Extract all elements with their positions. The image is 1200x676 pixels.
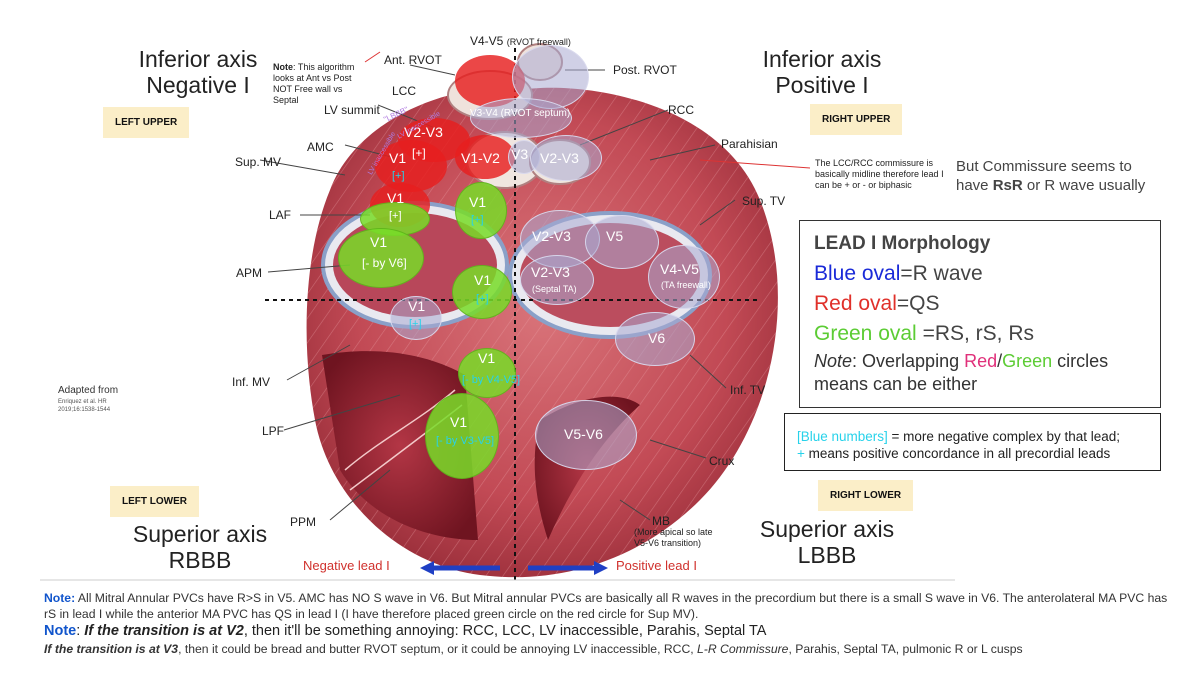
label-ta-freewall: (TA freewall) <box>661 280 711 290</box>
legend-note-2: means can be either <box>814 374 978 394</box>
badge-left-lower: LEFT LOWER <box>110 486 199 517</box>
oval-apm-green <box>452 265 512 319</box>
label-mb-note: (More apical so late V5-V6 transition) <box>634 527 713 548</box>
rvot-septum-label: V3-V4 (RVOT septum) <box>470 108 571 119</box>
label-v6: V6 <box>648 330 666 346</box>
label-v5-tv: V5 <box>606 228 624 244</box>
oval-lpf <box>425 393 499 479</box>
positive-lead-label: Positive lead I <box>616 558 697 573</box>
label-lpf: LPF <box>262 424 285 438</box>
label-plus-lcc-green: [+] <box>471 214 484 226</box>
oval-inf-tv <box>615 312 695 366</box>
oval-amc <box>375 140 447 192</box>
label-ant-rvot: Ant. RVOT <box>384 53 442 67</box>
label-plus-amc: [+] <box>412 146 426 160</box>
label-amc: AMC <box>307 140 334 154</box>
oval-tv-v5 <box>585 215 659 269</box>
label-v1-lcc-green: V1 <box>469 194 487 210</box>
commissure-note: The LCC/RCC commissure is basically midl… <box>815 158 944 190</box>
label-septal-ta: (Septal TA) <box>532 284 577 294</box>
label-post-rvot: Post. RVOT <box>613 63 677 77</box>
label-v5v6: V5-V6 <box>564 426 603 442</box>
oval-rvot-septum <box>470 98 572 138</box>
oval-lcc-green <box>455 182 507 239</box>
badge-right-lower: RIGHT LOWER <box>818 480 914 511</box>
oval-septal-ta <box>520 255 594 305</box>
legend-title: LEAD I Morphology <box>814 233 991 254</box>
key-box: [Blue numbers] = more negative complex b… <box>784 413 1161 471</box>
bottom-notes: Note: All Mitral Annular PVCs have R>S i… <box>44 590 1174 657</box>
label-sup-tv: Sup. TV <box>742 194 786 208</box>
oval-mb <box>535 400 637 470</box>
label-v1-lpf: V1 <box>450 414 468 430</box>
oval-lcc <box>455 135 515 179</box>
label-v2v3-top: V2-V3 <box>404 124 443 140</box>
legend-red: Red oval=QS <box>814 292 940 315</box>
label-plus-supmv: [+] <box>389 210 402 222</box>
label-lcc: LCC <box>392 84 417 98</box>
algorithm-note: Note: This algorithm looks at Ant vs Pos… <box>273 62 355 105</box>
label-inf-mv: Inf. MV <box>232 375 271 389</box>
label-apm: APM <box>236 266 263 280</box>
label-ppm: PPM <box>290 515 317 529</box>
note-paragraph-2: Note: If the transition is at V2, then i… <box>44 623 767 639</box>
label-minus-v3v5: [- by V3-V5] <box>436 435 495 447</box>
label-rcc: RCC <box>668 103 694 117</box>
label-mb: MB <box>652 514 670 528</box>
label-v1-apm: V1 <box>408 298 426 314</box>
label-crux: Crux <box>709 454 735 468</box>
label-plus-amc2: [+] <box>392 170 405 182</box>
adapted-from: Adapted from Enriquez et al. HR 2019;16:… <box>58 385 119 413</box>
legend-note: Note: Overlapping Red/Green circles <box>814 351 1109 371</box>
note-paragraph-1: Note: All Mitral Annular PVCs have R>S i… <box>44 591 1168 621</box>
label-inf-tv: Inf. TV <box>730 383 766 397</box>
label-v1-inf: V1 <box>478 350 496 366</box>
label-minus-v4v5: [- by V4-V5] <box>462 374 521 386</box>
label-parahisian: Parahisian <box>721 137 778 151</box>
quadrant-upper-right: Inferior axis Positive I <box>762 46 882 98</box>
label-v1v2: V1-V2 <box>461 150 500 166</box>
label-minus-v6: [- by V6] <box>362 256 407 270</box>
label-v2v3-tv: V2-V3 <box>532 228 571 244</box>
label-v2v3-rcc: V2-V3 <box>540 150 579 166</box>
label-laf: LAF <box>269 208 292 222</box>
label-v4v5-tv: V4-V5 <box>660 261 699 277</box>
note-paragraph-3: If the transition is at V3, then it coul… <box>44 642 1023 656</box>
top-label: V4-V5 (RVOT freewall) <box>470 34 571 48</box>
badge-left-upper: LEFT UPPER <box>103 107 190 138</box>
label-v1-supmv: V1 <box>387 190 405 206</box>
oval-laf <box>338 228 424 288</box>
label-plus-apm: [+] <box>409 318 422 330</box>
label-sup-mv: Sup. MV <box>235 155 282 169</box>
label-v2v3-septal: V2-V3 <box>531 264 570 280</box>
quadrant-lower-left: Superior axis RBBB <box>132 521 268 573</box>
oval-rcc <box>530 135 602 181</box>
legend-blue: Blue oval=R wave <box>814 262 983 285</box>
label-v1-laf: V1 <box>370 234 388 250</box>
label-lv-summit: LV summit <box>324 103 380 117</box>
legend-box: LEAD I Morphology Blue oval=R wave Red o… <box>799 220 1161 408</box>
negative-lead-label: Negative lead I <box>303 558 390 573</box>
label-v3: V3 <box>511 146 529 162</box>
oval-ta-freewall <box>648 245 720 309</box>
oval-inf-mv <box>458 348 516 398</box>
label-v1-amc: V1 <box>389 150 407 166</box>
lv-cavity <box>322 351 478 540</box>
label-v1-mid: V1 <box>474 272 492 288</box>
oval-apm-blue <box>390 296 442 340</box>
commissure-side-text: But Commissure seems to have RsR or R wa… <box>956 158 1146 194</box>
quadrant-lower-right: Superior axis LBBB <box>759 516 895 568</box>
legend-green: Green oval =RS, rS, Rs <box>814 322 1035 345</box>
label-plus-mid: [+] <box>476 293 489 305</box>
quadrant-upper-left: Inferior axis Negative I <box>138 46 258 98</box>
badge-right-upper: RIGHT UPPER <box>810 104 903 135</box>
